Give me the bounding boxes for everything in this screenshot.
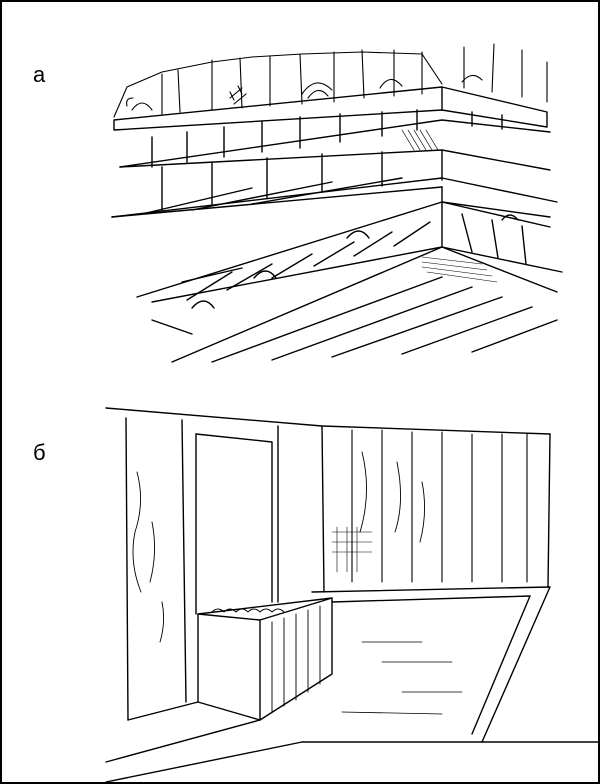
panel-b-drawing: [105, 407, 598, 782]
panel-a-label: а: [33, 62, 46, 87]
panel-b-label: б: [33, 440, 46, 465]
panel-a-drawing: [111, 43, 563, 363]
wall-planks: [113, 43, 548, 118]
